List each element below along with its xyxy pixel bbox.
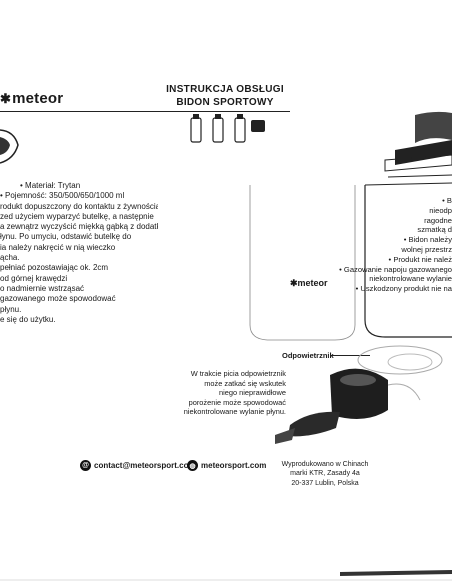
vent-pointer-line [330,355,370,356]
warning-line: W trakcie picia odpowietrznik [190,369,286,378]
left-line: pełniać pozostawiając ok. 2cm [0,263,109,273]
left-line: rodukt dopuszczony do kontaktu z żywnośc… [0,201,158,211]
left-line: ia należy nakręcić w nią wieczko [0,242,116,252]
brand-logo: ✱meteor [0,90,64,107]
bottle-drawing-right [364,111,452,338]
contact-email: @ contact@meteorsport.com [80,460,196,471]
producer-line: marki KTR, Zasady 4a [290,470,360,478]
producer-info: Wyprodukowano w Chinach marki KTR, Zasad… [270,460,380,488]
producer-line: 20-337 Lublin, Polska [291,479,359,487]
left-line: • Materiał: Trytan [20,181,81,190]
warning-line: niekontrolowane wylanie płynu. [183,407,286,417]
vent-label: Odpowietrznik [282,351,334,360]
bottle-pictogram-icons [190,114,265,143]
left-line: ącha. [0,253,20,263]
left-line: o nadmiernie wstrząsać [0,283,85,293]
meteor-logo-icon-small: ✱ [290,278,298,288]
manual-title: INSTRUKCJA OBSŁUGI [166,84,284,95]
right-line: szmatką d [417,225,452,235]
left-line: e się do użytku. [0,314,56,324]
warning-line: niego nieprawidłowe [219,388,286,398]
contact-website: ◍ meteorsport.com [187,460,266,471]
bottle-outline-center [249,185,356,341]
left-line: gazowanego może spowodować [0,294,116,304]
at-icon: @ [80,460,91,471]
right-line: • Bidon należy [403,235,452,245]
right-line: • Uszkodzony produkt nie na [355,284,452,294]
left-line: zed użyciem wyparzyć butelkę, a następni… [0,211,154,221]
right-line: ragodne [424,215,452,225]
meteor-logo-icon: ✱ [0,91,12,106]
right-line: • Produkt nie należ [388,254,452,264]
warning-line: może zatkać się wskutek [204,378,286,388]
left-line: łynu. Po umyciu, odstawić butelkę do [0,232,132,242]
right-line: • Gazowanie napoju gazowanego [339,264,452,274]
right-line: wolnej przestrz [401,244,452,254]
left-line: a zewnątrz wyczyścić miękką gąbką z doda… [0,222,158,232]
header-divider [0,111,290,112]
vent-warning: W trakcie picia odpowietrznik może zatka… [168,369,286,417]
bottom-edge-decoration [0,570,452,581]
globe-icon: ◍ [187,460,198,471]
warning-line: porożenie może spowodować [188,397,286,407]
producer-line: Wyprodukowano w Chinach [281,461,369,468]
right-line: nieodp [429,205,452,215]
product-title: BIDON SPORTOWY [176,97,274,108]
bottle-cap-sketch-left [0,129,19,164]
right-line: • B [442,196,452,205]
right-line: niekontrolowane wylanie [369,274,452,284]
left-line: płynu. [0,304,22,314]
cap-closeup-drawing [275,345,443,444]
specs-and-instructions: • Materiał: Trytan • Pojemność: 350/500/… [0,181,158,325]
left-line: od górnej krawędzi [0,273,68,283]
left-line: • Pojemność: 350/500/650/1000 ml [0,191,125,201]
usage-notes: • B nieodp ragodne szmatką d • Bidon nal… [332,196,452,294]
bottle-logo: ✱meteor [290,278,328,288]
